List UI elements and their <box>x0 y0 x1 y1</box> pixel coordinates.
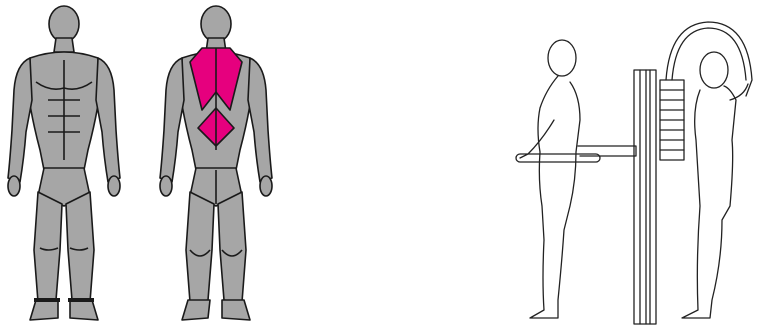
front-right-foot <box>70 300 98 320</box>
person-right-arm <box>730 84 748 100</box>
back-right-hand <box>260 176 272 196</box>
back-left-foot <box>182 300 210 320</box>
person-left-head <box>548 40 576 76</box>
front-left-leg <box>34 192 62 302</box>
person-left-arm <box>520 120 554 158</box>
person-right-body <box>682 86 736 318</box>
person-right-head <box>700 52 728 88</box>
machine-arch <box>666 22 752 96</box>
front-right-leg <box>66 192 94 302</box>
push-bar <box>516 154 600 162</box>
back-head <box>201 6 231 42</box>
back-right-leg <box>218 192 246 302</box>
back-right-foot <box>222 300 250 320</box>
anatomy-back-figure <box>150 0 280 327</box>
front-neck <box>54 38 74 52</box>
front-left-foot <box>30 300 58 320</box>
front-left-arm <box>8 58 32 182</box>
machine-usage-illustration <box>500 0 763 327</box>
back-left-leg <box>186 192 214 302</box>
anatomy-front-figure <box>0 0 130 327</box>
person-left-body <box>530 76 580 318</box>
human-anatomy-front-icon <box>0 0 130 327</box>
front-head <box>49 6 79 42</box>
machine-column <box>634 70 656 324</box>
front-right-hand <box>108 176 120 196</box>
human-anatomy-back-icon <box>150 0 280 327</box>
back-left-arm <box>160 58 184 182</box>
lat-pulldown-machine-usage-icon <box>500 0 763 327</box>
front-right-arm <box>96 58 120 182</box>
front-left-hand <box>8 176 20 196</box>
back-left-hand <box>160 176 172 196</box>
back-right-arm <box>248 58 272 182</box>
